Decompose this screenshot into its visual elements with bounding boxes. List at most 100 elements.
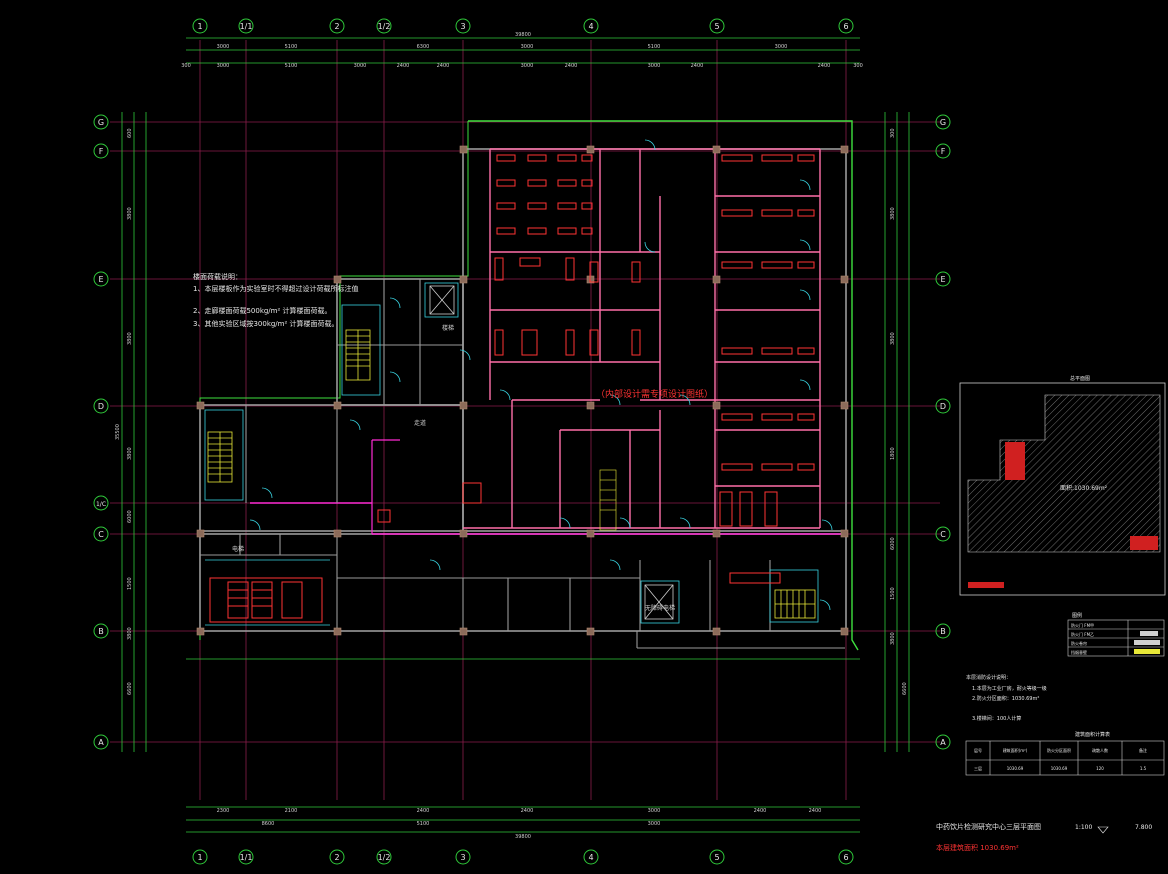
dim-left-1: 3800	[127, 207, 133, 220]
dim-right-2: 3800	[890, 332, 896, 345]
dim-top-r2-3: 3000	[354, 63, 367, 69]
area-th-1: 建筑面积(m²)	[1003, 747, 1028, 753]
dim-right-6: 3800	[890, 632, 896, 645]
dim-left-4: 6000	[127, 510, 133, 523]
dim-top-r2-6: 3000	[521, 63, 534, 69]
area-th-3: 疏散人数	[1092, 747, 1108, 753]
axis-right-b: B	[940, 627, 946, 636]
axis-top-1-2: 1/2	[378, 22, 391, 31]
axis-right-f: F	[941, 147, 946, 156]
axis-bottom-4: 4	[588, 853, 593, 862]
dim-top-r1-4: 5100	[648, 44, 661, 50]
dim-right-1: 3800	[890, 207, 896, 220]
axis-bottom-1-1: 1/1	[240, 853, 253, 862]
dim-top-r1-2: 6300	[417, 44, 430, 50]
axis-top-1-1: 1/1	[240, 22, 253, 31]
axis-top-5: 5	[714, 22, 719, 31]
axis-left-g: G	[98, 118, 104, 127]
area-table: 建筑面积计算表 层号 建筑面积(m²) 防火分区面积 疏散人数 备注 三层 10…	[965, 731, 1165, 776]
area-td-1: 1030.69	[1007, 766, 1024, 771]
axis-left-1c: 1/C	[96, 501, 106, 508]
note-2: 2、走廊楼面荷载500kg/m² 计算楼面荷载。	[193, 306, 332, 315]
dim-bottom-r2-2: 3000	[648, 821, 661, 827]
axis-right-e: E	[940, 275, 945, 284]
dim-right-4: 6000	[890, 537, 896, 550]
dim-top-r2-10: 2400	[818, 63, 831, 69]
axis-left-a: A	[98, 738, 104, 747]
axis-left-d: D	[98, 402, 104, 411]
axis-right-a: A	[940, 738, 946, 747]
axis-top-1: 1	[197, 22, 202, 31]
dim-top-r2-0: 300	[181, 63, 191, 69]
code-note-1: 1.本层为工业厂房，耐火等级一级	[972, 685, 1047, 692]
area-red-label: 本层建筑面积 1030.69m²	[936, 843, 1019, 852]
axis-bottom-6: 6	[843, 853, 848, 862]
code-note-2: 2.防火分区面积：1030.69m²	[972, 695, 1039, 702]
legend-row-4: 挡烟垂壁	[1071, 649, 1087, 655]
dim-right-7: 6600	[902, 682, 908, 695]
area-th-2: 防火分区面积	[1047, 747, 1071, 753]
axis-bottom-1-2: 1/2	[378, 853, 391, 862]
dim-top-r2-8: 3000	[648, 63, 661, 69]
dim-bottom-r2-0: 8600	[262, 821, 275, 827]
dim-left-3: 3800	[127, 447, 133, 460]
axis-right-d: D	[940, 402, 946, 411]
dim-top-r2-11: 300	[853, 63, 863, 69]
axis-left-e: E	[98, 275, 103, 284]
dim-bottom-r1-4: 3000	[648, 808, 661, 814]
axis-bottom-3: 3	[460, 853, 465, 862]
dim-left-total: 35500	[115, 424, 121, 440]
room-label-corridor: 走道	[414, 419, 426, 427]
dim-left-6: 3800	[127, 627, 133, 640]
area-th-4: 备注	[1139, 747, 1147, 753]
axis-left-b: B	[98, 627, 104, 636]
axis-top-2: 2	[334, 22, 339, 31]
dim-top-r2-2: 5100	[285, 63, 298, 69]
dim-left-7: 6600	[127, 682, 133, 695]
dim-top-r2-9: 2400	[691, 63, 704, 69]
axis-left-f: F	[99, 147, 104, 156]
drawing-title: 中药饮片检测研究中心三层平面图	[936, 822, 1041, 831]
dim-right-0: 300	[890, 128, 896, 138]
legend-row-2: 防火门 FM乙	[1071, 631, 1094, 637]
room-label-elevator: 电梯	[232, 545, 244, 553]
code-note-3: 3.楼梯间：100人计算	[972, 715, 1021, 722]
area-table-title: 建筑面积计算表	[1075, 731, 1110, 738]
axis-right-c: C	[940, 530, 946, 539]
dim-bottom-r1-3: 2400	[521, 808, 534, 814]
dim-bottom-r1-1: 2100	[285, 808, 298, 814]
dim-top-r1-0: 3000	[217, 44, 230, 50]
area-td-4: 1.5	[1140, 766, 1147, 771]
inset-area: 面积:1030.69m²	[1060, 484, 1108, 492]
legend-row-3: 防火卷帘	[1071, 640, 1087, 646]
dim-top-r2-4: 2400	[397, 63, 410, 69]
drawing-scale: 1:100	[1075, 824, 1092, 831]
elevation-mark: 7.800	[1135, 824, 1152, 831]
room-label-accessible-elevator: 无障碍电梯	[645, 604, 675, 612]
dim-left-2: 3800	[127, 332, 133, 345]
note-1: 1、本层楼板作为实验室时不得超过设计荷载所标注值	[193, 284, 358, 293]
dim-top-r2-7: 2400	[565, 63, 578, 69]
dim-bottom-r1-5: 2400	[754, 808, 767, 814]
axis-top-6: 6	[843, 22, 848, 31]
dim-top-r1-1: 5100	[285, 44, 298, 50]
inset-label: 总平面图	[1070, 375, 1090, 382]
site-inset: 面积:1030.69m² 总平面图	[959, 375, 1166, 596]
dim-right-3: 1800	[890, 447, 896, 460]
notes-title: 楼面荷载说明：	[193, 272, 242, 281]
note-3: 3、其他实验区域按300kg/m² 计算楼面荷载。	[193, 319, 339, 328]
dim-top-r1-3: 3000	[521, 44, 534, 50]
dim-bottom-r2-1: 5100	[417, 821, 430, 827]
dim-top-r1-5: 3000	[775, 44, 788, 50]
dim-top-outer: 39800	[515, 32, 531, 38]
area-td-3: 120	[1096, 766, 1104, 771]
legend-table: 图例 防火门 FM甲 防火门 FM乙 防火卷帘 挡烟垂壁	[1067, 612, 1165, 657]
dim-right-5: 1500	[890, 587, 896, 600]
axis-right-g: G	[940, 118, 946, 127]
dim-bottom-r1-6: 2400	[809, 808, 822, 814]
area-td-0: 三层	[974, 765, 982, 771]
area-th-0: 层号	[974, 747, 982, 753]
code-title: 本层消防设计说明：	[966, 674, 1011, 681]
axis-bottom-2: 2	[334, 853, 339, 862]
